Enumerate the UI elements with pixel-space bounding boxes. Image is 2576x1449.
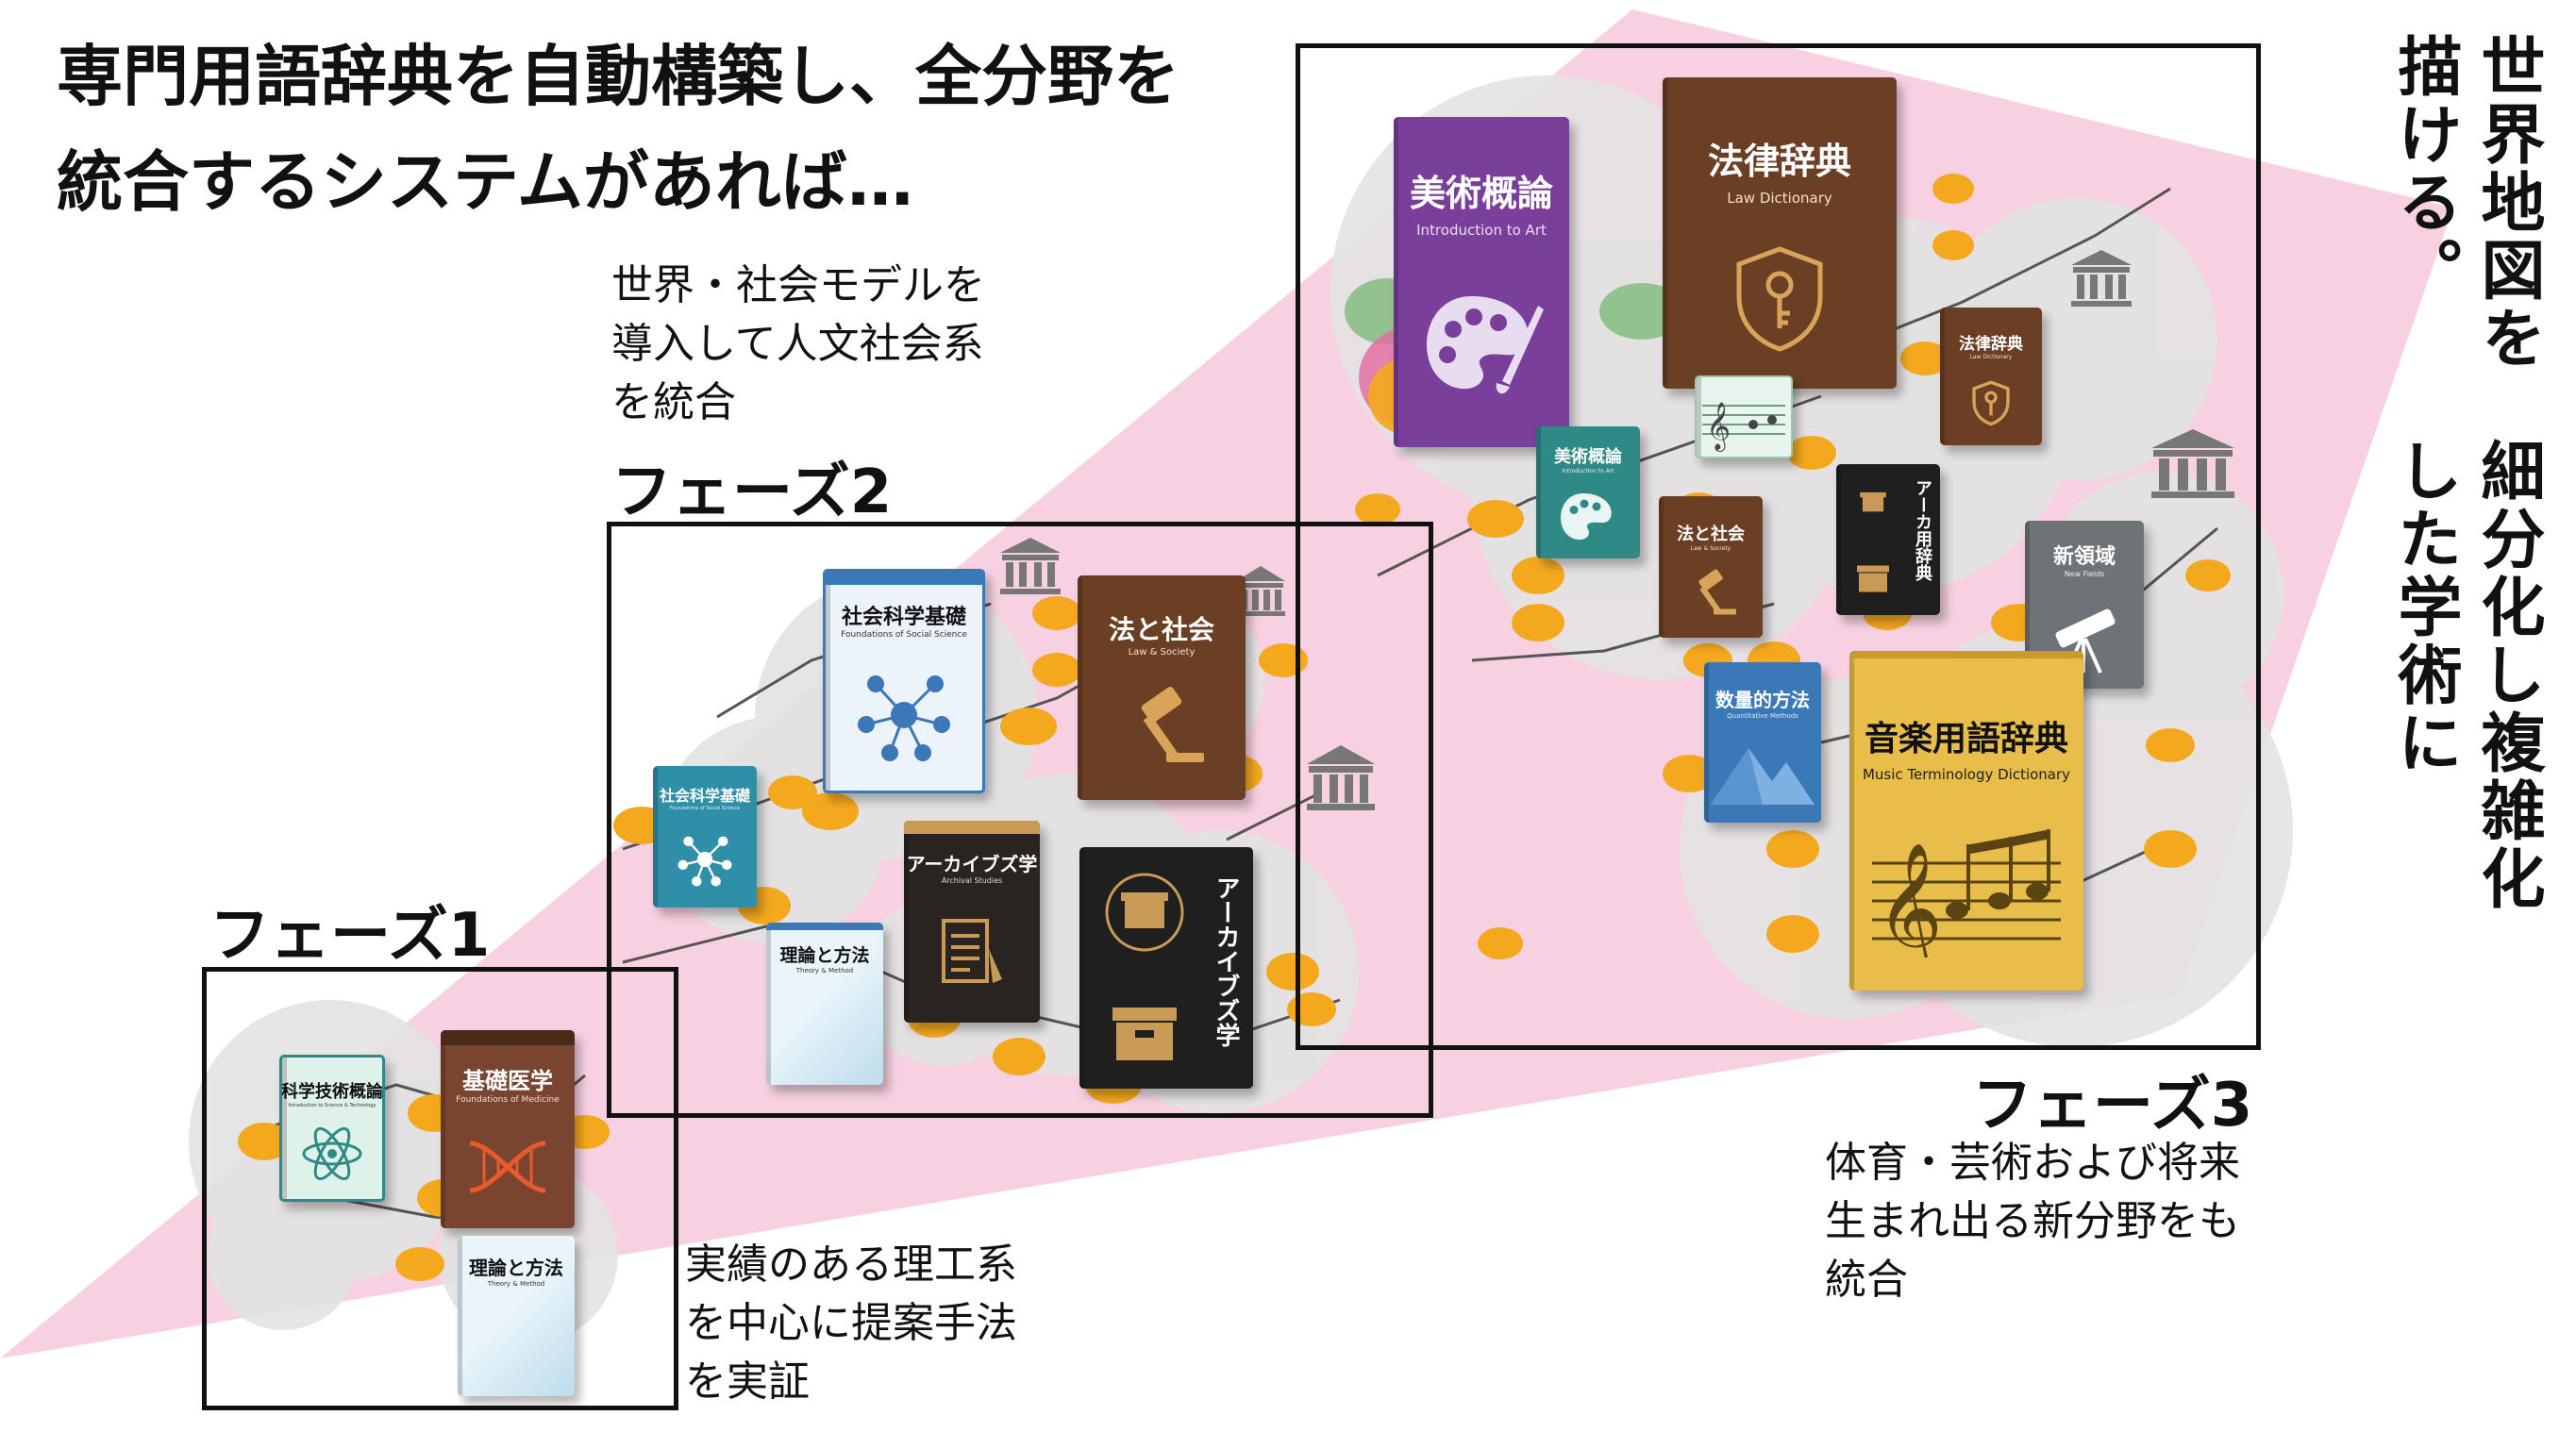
book-music-staff-small: 𝄞 <box>1695 375 1793 458</box>
phase1-desc-line: を中心に提案手法 <box>685 1299 1017 1347</box>
book-title: 社会科学基礎 <box>659 787 750 805</box>
phase1-frame <box>202 967 678 1410</box>
atom-icon <box>302 1126 362 1181</box>
heading-line-2: 統合するシステムがあれば… <box>57 143 913 221</box>
archive-box-icon <box>1857 565 1889 592</box>
archive-box-icon <box>1112 1008 1177 1060</box>
side-text-col-1: 細分化し複雑化した学術に <box>2386 437 2544 913</box>
palette-icon <box>1561 492 1612 540</box>
book-social-science-large: 社会科学基礎 Foundations of Social Science <box>823 569 985 793</box>
phase3-desc-line: 統合 <box>1825 1256 1908 1304</box>
network-icon <box>677 836 732 887</box>
phase3-desc-line: 体育・芸術および将来 <box>1825 1139 2240 1187</box>
book-social-science-small: 社会科学基礎 Foundations of Social Science <box>653 766 757 908</box>
book-intro-art-small: 美術概論 Introduction to Art <box>1536 426 1640 558</box>
book-subtitle: Foundations of Medicine <box>456 1095 560 1105</box>
book-title: 新領域 <box>2052 545 2116 569</box>
side-text-col-2: 世界地図を描ける。 <box>2386 33 2544 373</box>
book-title: 法律辞典 <box>1959 335 2023 354</box>
book-subtitle: Law Dictionary <box>1727 190 1832 207</box>
palette-icon <box>1427 295 1544 393</box>
book-title: 理論と方法 <box>779 945 870 966</box>
book-title: 法と社会 <box>1677 525 1745 544</box>
phase3-frame <box>1296 43 2261 1050</box>
heading-line-1: 専門用語辞典を自動構築し、全分野を <box>57 38 1179 115</box>
book-title: 法と社会 <box>1108 614 1214 645</box>
book-title: 法律辞典 <box>1707 141 1851 182</box>
book-subtitle: Introduction to Art <box>1562 468 1614 475</box>
phase1-desc-line: 実績のある理工系 <box>685 1241 1017 1289</box>
book-subtitle: New Fields <box>2064 570 2105 578</box>
archive-box-icon <box>1860 491 1886 512</box>
gavel-icon <box>1698 569 1736 615</box>
book-subtitle: Introduction to Art <box>1416 222 1547 239</box>
book-quantitative-methods: 数量的方法 Quantitative Methods <box>1704 662 1821 823</box>
phase1-desc: 実績のある理工系 を中心に提案手法 を実証 <box>685 1236 1017 1411</box>
book-title: アーカイブズ学 <box>1212 875 1240 1047</box>
book-new-fields: 新領域 New Fields <box>2025 521 2144 689</box>
building-icons <box>1000 250 2234 810</box>
book-subtitle: Theory & Method <box>487 1280 545 1288</box>
book-subtitle: Quantitative Methods <box>1727 712 1798 720</box>
svg-text:𝄞: 𝄞 <box>1706 402 1731 452</box>
book-subtitle: Music Terminology Dictionary <box>1862 766 2071 783</box>
book-title: 数量的方法 <box>1715 689 1810 711</box>
phase2-desc-line: を統合 <box>611 378 736 426</box>
mountain-icon <box>1711 747 1815 805</box>
shield-key-icon <box>1972 380 2010 426</box>
book-subtitle: Foundations of Social Science <box>841 630 967 640</box>
music-notes-icon: 𝄞 <box>1872 829 2061 958</box>
book-law-dictionary-large: 法律辞典 Law Dictionary <box>1663 77 1897 389</box>
phase2-frame <box>607 522 1433 1118</box>
book-law-society-p2: 法と社会 Law & Society <box>1078 575 1246 800</box>
book-music-terminology: 音楽用語辞典 Music Terminology Dictionary 𝄞 <box>1849 651 2083 991</box>
book-subtitle: Introduction to Science & Technology <box>288 1103 376 1108</box>
book-title: 社会科学基礎 <box>841 606 966 629</box>
phase3-desc-line: 生まれ出る新分野をも <box>1825 1197 2240 1245</box>
music-notes-icon: 𝄞 <box>1702 402 1785 452</box>
book-law-dictionary-small: 法律辞典 Law Dictionary <box>1940 308 2042 445</box>
phase2-desc-line: 導入して人文社会系 <box>611 320 984 368</box>
book-title: 美術概論 <box>1554 447 1622 467</box>
shield-key-icon <box>1736 245 1823 352</box>
book-subtitle: Archival Studies <box>941 876 1003 885</box>
network-icon <box>858 675 950 761</box>
book-title: 基礎医学 <box>462 1068 553 1094</box>
book-subtitle: Law & Society <box>1128 647 1196 658</box>
book-title: 美術概論 <box>1409 173 1553 214</box>
document-icon <box>942 919 1002 983</box>
book-science-technology: 科学技術概論 Introduction to Science & Technol… <box>279 1055 385 1202</box>
book-title: 科学技術概論 <box>281 1082 383 1102</box>
phase3-label: フェーズ3 <box>1972 1071 2253 1141</box>
book-intro-art-large: 美術概論 Introduction to Art <box>1394 117 1569 447</box>
book-title: 理論と方法 <box>469 1257 563 1279</box>
book-title: アーカイブズ学 <box>906 853 1038 875</box>
book-theory-method-p2: 理論と方法 Theory & Method <box>766 923 883 1085</box>
svg-text:𝄞: 𝄞 <box>1876 842 1943 958</box>
phase1-desc-line: を実証 <box>685 1357 810 1406</box>
book-title: アーカ用辞典 <box>1913 479 1932 581</box>
book-subtitle: Foundations of Social Science <box>669 806 741 811</box>
archive-box-icon <box>1105 873 1183 952</box>
phase2-desc: 世界・社会モデルを 導入して人文社会系 を統合 <box>611 257 985 432</box>
book-archival-black: アーカイブズ学 <box>1079 847 1253 1089</box>
book-subtitle: Theory & Method <box>795 967 854 974</box>
phase3-desc: 体育・芸術および将来 生まれ出る新分野をも 統合 <box>1825 1134 2240 1309</box>
book-subtitle: Law & Society <box>1690 545 1731 552</box>
phase2-label: フェーズ2 <box>611 458 893 527</box>
book-theory-method-p1: 理論と方法 Theory & Method <box>458 1236 575 1396</box>
side-text: 細分化し複雑化した学術に 世界地図を描ける。 <box>2382 33 2548 976</box>
book-law-society-p3: 法と社会 Law & Society <box>1659 496 1763 638</box>
phase1-label: フェーズ1 <box>209 901 491 971</box>
main-heading: 専門用語辞典を自動構築し、全分野を 統合するシステムがあれば… <box>57 24 1179 235</box>
book-archival-studies: アーカイブズ学 Archival Studies <box>904 821 1040 1023</box>
book-subtitle: Law Dictionary <box>1969 354 2013 360</box>
book-title: 音楽用語辞典 <box>1864 720 2068 758</box>
dna-icon <box>469 1141 546 1192</box>
phase2-desc-line: 世界・社会モデルを <box>611 261 985 309</box>
book-archive-dictionary: アーカ用辞典 <box>1836 464 1940 615</box>
gavel-icon <box>1141 686 1204 762</box>
book-basic-medicine: 基礎医学 Foundations of Medicine <box>441 1030 575 1228</box>
